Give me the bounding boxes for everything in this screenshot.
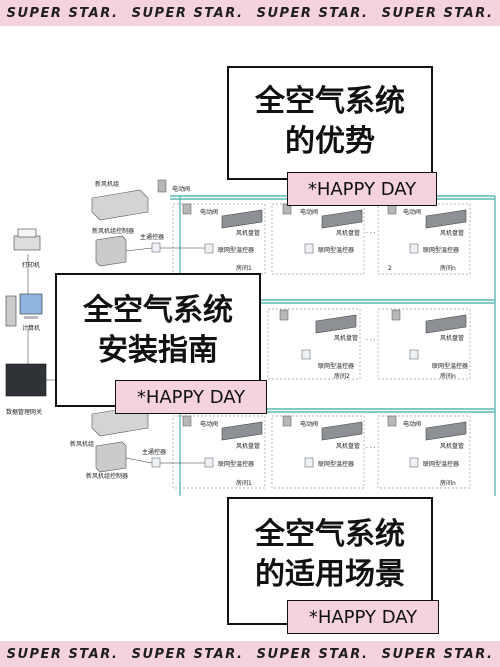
valves	[157, 179, 401, 427]
card-title-line1: 全空气系统	[255, 84, 405, 119]
label-fresh-air-unit: 新风机组	[95, 181, 120, 188]
label-ellipsis: · · ·	[366, 230, 376, 237]
label-thermostat: 联网型温控器	[218, 461, 255, 468]
label-valve: 电动阀	[200, 209, 219, 216]
banner-text: SUPER STAR.	[6, 646, 119, 662]
thermostats	[151, 242, 419, 468]
label-main-controller: 主通控器	[142, 449, 167, 456]
label-ellipsis: · · ·	[366, 337, 376, 344]
label-thermostat: 联网型温控器	[423, 461, 460, 468]
banner-text: SUPER STAR.	[6, 5, 119, 21]
label-thermostat: 联网型温控器	[432, 363, 469, 370]
room-boxes	[172, 203, 471, 489]
bottom-banner: SUPER STAR. SUPER STAR. SUPER STAR. SUPE…	[0, 641, 500, 667]
banner-text: SUPER STAR.	[256, 5, 369, 21]
banner-text: SUPER STAR.	[256, 646, 369, 662]
label-room-n: 房间n	[440, 265, 456, 272]
title-card-scenarios: 全空气系统 的适用场景	[227, 497, 433, 625]
label-room-1: 房间1	[236, 265, 252, 272]
card-title-line2: 的适用场景	[255, 557, 405, 592]
top-banner: SUPER STAR. SUPER STAR. SUPER STAR. SUPE…	[0, 0, 500, 26]
card-title-line2: 的优势	[285, 124, 375, 159]
gateway-icon	[5, 363, 47, 397]
label-thermostat: 联网型温控器	[218, 247, 255, 254]
printer-icon	[13, 228, 41, 251]
label-room-1: 房间1	[236, 480, 252, 487]
banner-text: SUPER STAR.	[381, 646, 494, 662]
banner-text: SUPER STAR.	[131, 5, 244, 21]
happy-day-tag: *HAPPY DAY	[115, 380, 267, 414]
label-valve: 电动阀	[300, 209, 319, 216]
label-room-n: 房间n	[440, 480, 456, 487]
happy-day-tag: *HAPPY DAY	[287, 172, 437, 206]
label-ellipsis: · · ·	[366, 445, 376, 452]
label-fan-coil: 风机盘管	[334, 335, 359, 342]
label-room-2: 房间2	[334, 373, 350, 380]
label-valve: 电动阀	[403, 421, 422, 428]
label-fan-coil: 风机盘管	[440, 443, 465, 450]
label-fresh-air-controller: 新风机组控制器	[92, 228, 135, 235]
label-fan-coil: 风机盘管	[236, 443, 261, 450]
card-title-line2: 安装指南	[98, 333, 218, 368]
controllers	[95, 235, 127, 473]
banner-text: SUPER STAR.	[131, 646, 244, 662]
label-main-controller: 主通控器	[140, 234, 165, 241]
label-fan-coil: 风机盘管	[236, 230, 261, 237]
label-room-n: 房间n	[440, 373, 456, 380]
title-card-advantages: 全空气系统 的优势	[227, 66, 433, 180]
label-printer: 打印机	[22, 262, 41, 269]
label-gateway: 数据管理网关	[6, 409, 43, 416]
card-title-line1: 全空气系统	[83, 293, 233, 328]
label-fan-coil: 风机盘管	[336, 230, 361, 237]
fan-coil-units	[221, 209, 467, 441]
label-fan-coil: 风机盘管	[440, 230, 465, 237]
label-thermostat: 联网型温控器	[318, 247, 355, 254]
label-valve: 电动阀	[300, 421, 319, 428]
label-valve: 电动阀	[172, 186, 191, 193]
happy-day-tag: *HAPPY DAY	[287, 600, 439, 634]
label-thermostat: 联网型温控器	[318, 363, 355, 370]
label-thermostat: 联网型温控器	[318, 461, 355, 468]
label-fan-coil: 风机盘管	[336, 443, 361, 450]
label-computer: 计算机	[22, 325, 41, 332]
computer-icon	[5, 293, 43, 327]
banner-text: SUPER STAR.	[381, 5, 494, 21]
label-fresh-air-controller: 新风机组控制器	[86, 473, 129, 480]
label-num-2: 2	[388, 265, 392, 272]
label-valve: 电动阀	[403, 209, 422, 216]
label-valve: 电动阀	[200, 421, 219, 428]
card-title-line1: 全空气系统	[255, 517, 405, 552]
label-fresh-air-unit: 新风机组	[70, 441, 95, 448]
label-thermostat: 联网型温控器	[423, 247, 460, 254]
label-fan-coil: 风机盘管	[440, 335, 465, 342]
